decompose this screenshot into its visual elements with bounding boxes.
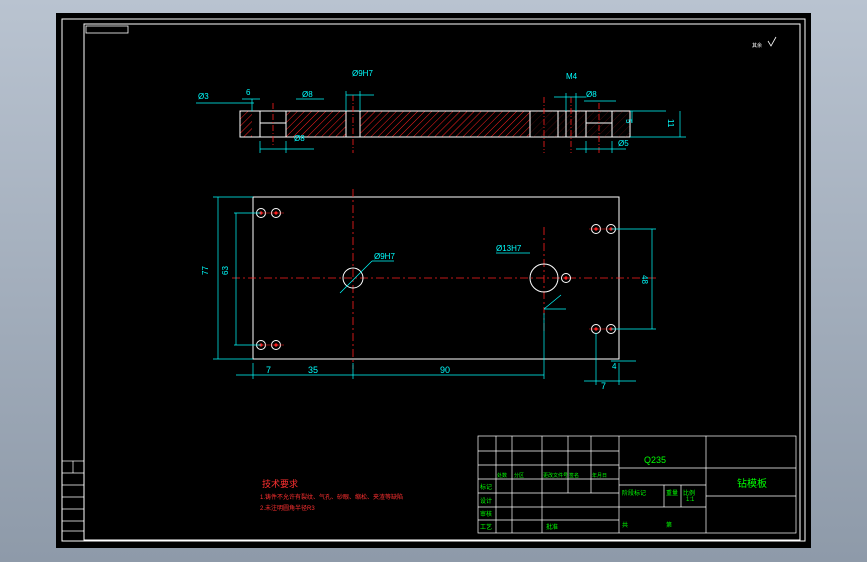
cad-viewport[interactable]: 其余	[56, 13, 811, 548]
section-view	[239, 95, 631, 153]
plan-dim-texts: 77 63 48 Ø9H7 Ø13H7 7 35 90 4 7	[201, 244, 649, 391]
scale-text: 1:1	[686, 497, 695, 503]
hole-left-small	[252, 111, 260, 137]
dim-d9h7-top: Ø9H7	[352, 69, 373, 78]
small-mark-2: 分区	[514, 472, 524, 479]
dim-d8-right: Ø8	[586, 90, 597, 99]
outer-frame	[61, 18, 806, 542]
material-text: Q235	[644, 455, 666, 465]
dim-d8-top: Ø8	[302, 90, 313, 99]
binding-margin-block	[61, 460, 85, 542]
dim-d5: Ø5	[618, 139, 629, 148]
tech-item-1: 1.铸件不允许有裂纹、气孔、砂眼、缩松、夹渣等缺陷	[260, 493, 403, 501]
drawing-canvas[interactable]: 其余	[56, 13, 811, 548]
small-mark-1: 处数	[497, 472, 507, 479]
surface-roughness-symbol: 其余	[752, 36, 777, 49]
small-mark-4: 签名	[569, 472, 579, 479]
section-dimensions	[196, 91, 686, 153]
section-dim-texts: Ø3 6 Ø8 Ø9H7 Ø8 M4 Ø8 5 11 Ø5	[198, 69, 675, 148]
part-name-text: 钻模板	[737, 477, 767, 490]
small-hole-centers	[259, 211, 613, 347]
plan-view	[232, 189, 656, 369]
dim-6: 6	[246, 88, 251, 97]
corner-tag	[85, 25, 129, 34]
dim-d8-low: Ø8	[294, 134, 305, 143]
right-block	[530, 111, 630, 137]
inner-frame	[83, 23, 801, 541]
dim-4: 4	[612, 362, 617, 371]
dim-7a: 7	[266, 365, 271, 375]
dim-7b: 7	[601, 381, 606, 391]
dim-5: 5	[624, 119, 633, 124]
plan-dimensions	[213, 196, 656, 385]
hole-9h7-plan	[342, 267, 364, 289]
mark-stage: 阶段标记	[622, 489, 646, 497]
mark-r1: 标记	[480, 483, 492, 491]
tech-item-2: 2.未注明圆角半径R3	[260, 504, 315, 512]
mark-weight: 重量	[666, 489, 678, 497]
mark-r4: 工艺	[480, 523, 492, 531]
mark-of: 第	[666, 521, 672, 529]
hole-13h7-plan	[529, 263, 559, 293]
dim-m4: M4	[566, 72, 578, 81]
small-holes	[256, 208, 616, 350]
mark-r3: 审核	[480, 510, 492, 518]
tech-heading: 技术要求	[262, 478, 298, 489]
hole-9h7	[346, 111, 360, 137]
dim-11: 11	[666, 119, 675, 128]
dim-35: 35	[308, 365, 318, 375]
tech-requirements: 技术要求 1.铸件不允许有裂纹、气孔、砂眼、缩松、夹渣等缺陷 2.未注明圆角半径…	[260, 478, 403, 512]
small-mark-5: 年月日	[592, 472, 607, 479]
surface-roughness-text: 其余	[752, 42, 762, 49]
dim-48: 48	[640, 275, 649, 284]
title-block-texts: Q235 钻模板 1:1 标记 设计 审核 工艺 批准 阶段标记 重量 比例 共…	[480, 455, 767, 531]
dim-d13h7: Ø13H7	[496, 244, 522, 253]
dim-63: 63	[221, 266, 230, 275]
dim-d3: Ø3	[198, 92, 209, 101]
section-hatch	[240, 111, 530, 137]
small-mark-3: 更改文件号	[543, 472, 568, 479]
mark-r2: 设计	[480, 497, 492, 505]
title-block	[477, 435, 797, 534]
dim-d9h7-plan: Ø9H7	[374, 252, 395, 261]
mark-ratio: 比例	[683, 489, 695, 497]
mark-approve: 批准	[546, 523, 558, 531]
mark-sheet: 共	[622, 521, 628, 529]
dim-77: 77	[201, 266, 210, 275]
dim-90: 90	[440, 365, 450, 375]
